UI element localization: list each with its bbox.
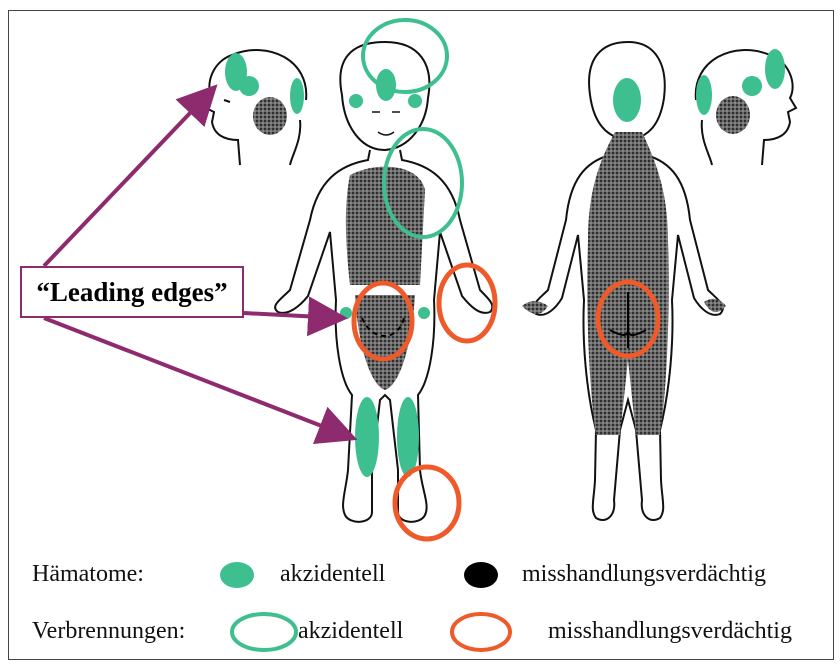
arrow-to-head [44, 90, 212, 266]
accidental-bruise-mark [613, 78, 641, 122]
leading-edges-arrows [44, 90, 350, 437]
accidental-bruise-mark [290, 78, 304, 114]
legend-abuse-burn-icon [452, 614, 510, 650]
accidental-bruise-mark [239, 76, 259, 96]
face-features [372, 112, 400, 135]
abuse-bruise-ear-right [716, 96, 750, 134]
back-hand-shading [522, 301, 548, 314]
accidental-bruise-mark [397, 397, 419, 477]
legend-accidental-burn-icon [232, 614, 296, 650]
accidental-bruise-mark [765, 49, 785, 89]
accidental-bruise-mark [742, 76, 762, 96]
accidental-bruise-mark [696, 75, 712, 115]
legend-abuse-bruise-icon [464, 562, 498, 588]
legend-haematome-abuse: misshandlungsverdächtig [522, 561, 766, 588]
arrow-to-hip [244, 313, 340, 318]
accidental-bruise-mark [418, 307, 430, 319]
leading-edges-label: “Leading edges” [20, 266, 244, 318]
legend-burns-abuse: misshandlungsverdächtig [548, 618, 792, 645]
accidental-bruise-mark [340, 307, 352, 319]
arrow-to-leg [44, 318, 350, 437]
legend-burns-accidental: akzidentell [298, 618, 403, 645]
abuse-bruise-ear-left [253, 97, 287, 135]
accidental-bruise-mark [408, 94, 422, 108]
accidental-burn-ring [363, 20, 447, 92]
legend-haematome-title: Hämatome: [32, 561, 144, 588]
accidental-bruise-mark [355, 397, 379, 477]
legend-burns-title: Verbrennungen: [32, 618, 185, 645]
accidental-bruise-mark [349, 94, 363, 108]
legend-accidental-bruise-icon [220, 562, 254, 588]
leading-edges-text: “Leading edges” [36, 277, 227, 308]
legend-haematome-accidental: akzidentell [280, 561, 385, 588]
